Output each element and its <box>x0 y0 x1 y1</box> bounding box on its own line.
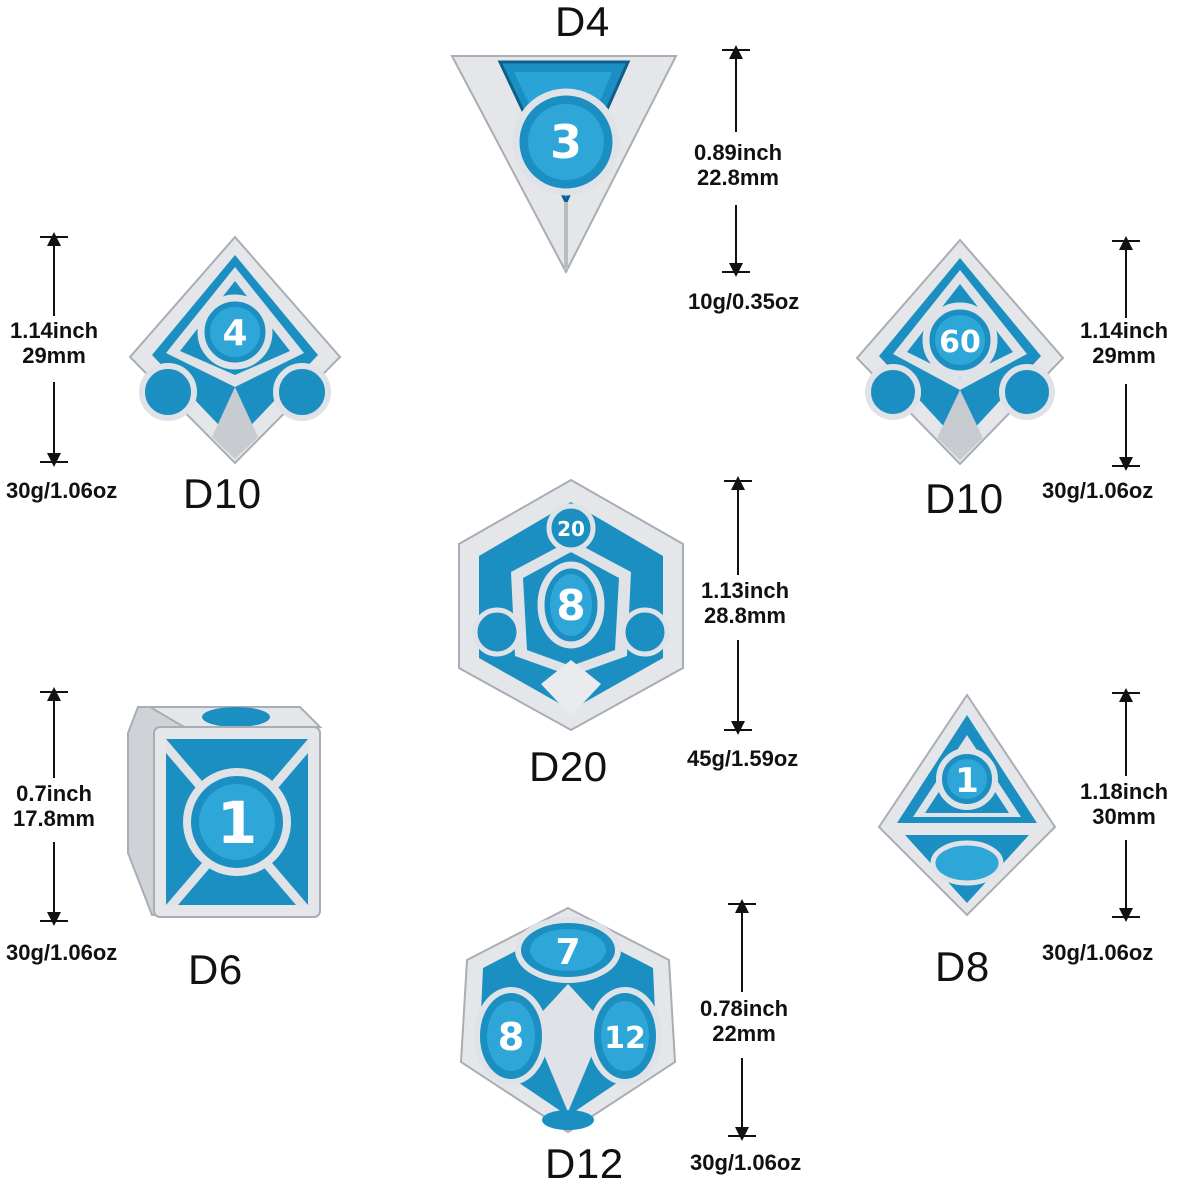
d8-face-number: 1 <box>955 761 979 801</box>
d10-right-size-mm: 29mm <box>1092 343 1156 368</box>
d10-left-die-image: 4 <box>128 235 342 465</box>
d10-left-title: D10 <box>183 470 262 517</box>
d20-weight: 45g/1.59oz <box>687 746 799 771</box>
svg-text:8: 8 <box>498 1015 524 1059</box>
d8-dimensions: 1.18inch 30mm <box>1064 779 1178 829</box>
svg-text:20: 20 <box>557 517 585 541</box>
d4-size-mm: 22.8mm <box>697 165 779 190</box>
d10-left-weight: 30g/1.06oz <box>6 478 118 503</box>
d8-size-mm: 30mm <box>1092 804 1156 829</box>
d20-title: D20 <box>529 743 608 790</box>
d20-size-inch: 1.13inch <box>700 578 790 603</box>
d8-title: D8 <box>935 943 990 990</box>
d6-title: D6 <box>188 946 243 993</box>
d6-face-number: 1 <box>217 789 257 857</box>
d10-right-title: D10 <box>925 475 1004 522</box>
d6-size-mm: 17.8mm <box>13 806 95 831</box>
d10-right-face-number: 60 <box>939 325 981 360</box>
d10-left-dimensions: 1.14inch 29mm <box>0 318 114 368</box>
d4-weight: 10g/0.35oz <box>688 289 800 314</box>
d6-weight: 30g/1.06oz <box>6 940 118 965</box>
d8-weight: 30g/1.06oz <box>1042 940 1154 965</box>
d12-die-image: 7 8 12 <box>459 906 677 1134</box>
d10-right-dimensions: 1.14inch 29mm <box>1064 318 1178 368</box>
d10-left-face-number: 4 <box>222 313 247 354</box>
d10-left-size-mm: 29mm <box>22 343 86 368</box>
d12-size-inch: 0.78inch <box>699 996 789 1021</box>
d10-right-weight: 30g/1.06oz <box>1042 478 1154 503</box>
d8-die-image: 1 <box>877 693 1057 917</box>
d4-size-inch: 0.89inch <box>693 140 783 165</box>
d4-face-number: 3 <box>550 115 582 169</box>
d20-face-number: 8 <box>556 581 585 630</box>
d8-size-inch: 1.18inch <box>1079 779 1169 804</box>
d4-title: D4 <box>555 0 610 45</box>
d4-dimensions: 0.89inch 22.8mm <box>672 140 804 190</box>
d12-title: D12 <box>545 1140 624 1186</box>
d20-dimensions: 1.13inch 28.8mm <box>684 578 806 628</box>
d6-size-inch: 0.7inch <box>16 781 92 806</box>
d20-size-mm: 28.8mm <box>704 603 786 628</box>
d10-right-die-image: 60 <box>855 238 1065 466</box>
svg-text:12: 12 <box>604 1021 646 1056</box>
d10-left-size-inch: 1.14inch <box>9 318 99 343</box>
d6-die-image: 1 <box>127 706 323 918</box>
d6-dimensions: 0.7inch 17.8mm <box>0 781 112 831</box>
d10-right-size-inch: 1.14inch <box>1079 318 1169 343</box>
d12-dimensions: 0.78inch 22mm <box>688 996 800 1046</box>
d12-face-number: 7 <box>555 932 580 973</box>
d20-die-image: 20 8 <box>458 478 684 732</box>
d12-weight: 30g/1.06oz <box>690 1150 802 1175</box>
d4-die-image: 3 <box>450 55 678 275</box>
d12-size-mm: 22mm <box>712 1021 776 1046</box>
